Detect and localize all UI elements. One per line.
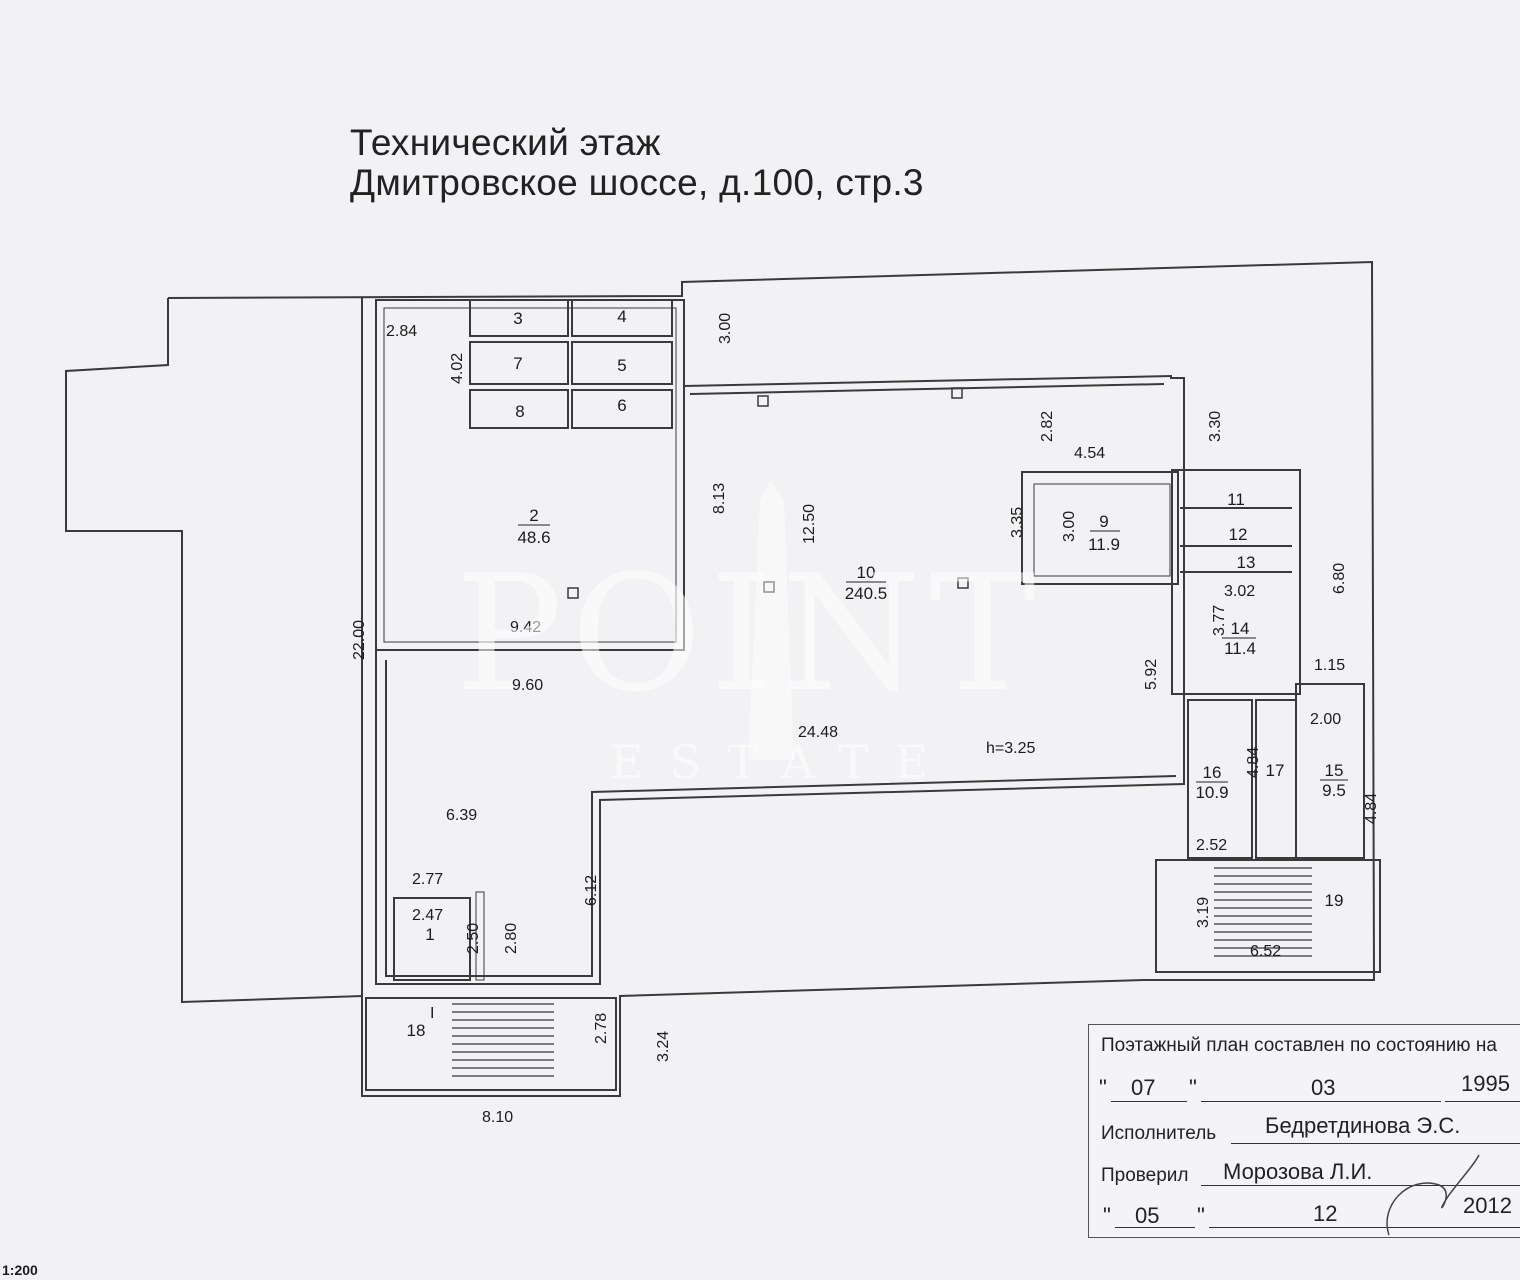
dimension-label: 6.80: [1331, 563, 1348, 594]
room-area: 11.4: [1224, 639, 1256, 658]
dimension-label: 9.60: [512, 677, 543, 694]
dimension-label: 4.02: [449, 353, 466, 384]
checked-name: Морозова Л.И.: [1223, 1159, 1373, 1184]
dimension-label: 8.13: [711, 483, 728, 514]
room-label: 9: [1099, 512, 1108, 531]
room-label: 3: [513, 309, 522, 328]
dimension-label: 22.00: [351, 620, 368, 660]
dimension-label: 8.10: [482, 1109, 513, 1126]
executor-name: Бедретдинова Э.С.: [1265, 1113, 1461, 1138]
dimension-label: 2.82: [1039, 411, 1056, 442]
room-label: 18: [407, 1021, 426, 1040]
checked-label: Проверил: [1101, 1165, 1189, 1186]
dimension-label: 3.00: [1061, 511, 1078, 542]
stamp-date2-year: 2012: [1463, 1193, 1512, 1218]
stamp-date2-month: 12: [1313, 1201, 1338, 1226]
dimension-label: 3.24: [655, 1031, 672, 1062]
room-label: 13: [1237, 553, 1256, 572]
stamp-date1-year: 1995: [1461, 1071, 1510, 1096]
room-label: 7: [513, 354, 522, 373]
room-label: 1: [425, 925, 434, 944]
room-label: 14: [1231, 619, 1250, 638]
watermark-point: POINT: [455, 540, 1044, 727]
dimension-label: 24.48: [798, 724, 838, 741]
dimension-label: 3.02: [1224, 583, 1255, 600]
room-3-wall: [469, 299, 569, 337]
site-outline: [65, 260, 1376, 1097]
dimension-label: I: [430, 1005, 434, 1022]
dimension-label: 6.39: [446, 807, 477, 824]
dimension-label: 3.00: [717, 313, 734, 344]
room-label: 11: [1227, 490, 1245, 509]
watermark-estate: ESTATE: [610, 735, 955, 789]
dimension-label: 6.12: [583, 875, 600, 906]
dimension-label: h=3.25: [986, 740, 1035, 757]
room-label: 5: [617, 356, 626, 375]
room-17-wall: [1255, 699, 1297, 859]
room-1-wall: [393, 897, 471, 981]
dimension-label: 3.19: [1195, 897, 1212, 928]
dimension-label: 2.78: [593, 1013, 610, 1044]
room-area: 11.9: [1088, 535, 1120, 554]
dimension-label: 2.50: [465, 923, 482, 954]
room-7-wall: [469, 341, 569, 385]
dimension-label: 2.84: [386, 323, 417, 340]
dimension-label: 2.77: [412, 871, 443, 888]
scale-label: 1:200: [2, 1262, 38, 1278]
room-label: 17: [1266, 761, 1285, 780]
room-area: 240.5: [845, 584, 888, 603]
stamp-date1-day: 07: [1131, 1075, 1156, 1100]
room-label: 4: [617, 307, 626, 326]
room-area: 48.6: [517, 528, 550, 547]
room-label: 16: [1203, 763, 1222, 782]
room-label: 10: [857, 563, 876, 582]
dimension-label: 2.47: [412, 907, 443, 924]
room-5-wall: [571, 341, 673, 385]
dimension-label: 2.52: [1196, 837, 1227, 854]
room-19-wall: [1155, 859, 1381, 973]
room-area: 9.5: [1322, 781, 1346, 800]
dimension-label: 5.92: [1143, 659, 1160, 690]
dimension-label: 2.80: [503, 923, 520, 954]
signature-mark: [1386, 1154, 1480, 1236]
dimension-label: 4.54: [1074, 445, 1105, 462]
plan-address: Дмитровское шоссе, д.100, стр.3: [350, 162, 924, 203]
room-6-wall: [571, 389, 673, 429]
plan-title: Технический этаж: [350, 122, 661, 163]
dimension-label: 3.77: [1211, 605, 1228, 636]
dimension-label: 6.52: [1250, 943, 1281, 960]
stamp-date2-day: 05: [1135, 1203, 1160, 1228]
room-8-wall: [469, 389, 569, 429]
room-label: 2: [529, 506, 538, 525]
room-label: 12: [1229, 525, 1248, 544]
dimension-label: 1.15: [1314, 657, 1345, 674]
dimension-label: 9.42: [510, 619, 541, 636]
dimension-label: 12.50: [801, 504, 818, 544]
room-label: 19: [1325, 891, 1344, 910]
room-18-wall: [365, 997, 617, 1091]
dimension-label: 3.30: [1207, 411, 1224, 442]
room-16-wall: [1187, 699, 1253, 859]
stamp-date1-month: 03: [1311, 1075, 1336, 1100]
executor-label: Исполнитель: [1101, 1123, 1217, 1144]
title-block: Поэтажный план составлен по состоянию на…: [1088, 1024, 1520, 1238]
dimension-label: 4.84: [1363, 793, 1380, 824]
room-area: 10.9: [1195, 783, 1228, 802]
dimension-label: 2.00: [1310, 711, 1341, 728]
dimension-label: 3.35: [1009, 507, 1026, 538]
room-4-wall: [571, 299, 673, 337]
room-label: 8: [515, 402, 524, 421]
room-9-wall: [1021, 471, 1179, 585]
room-label: 15: [1325, 761, 1344, 780]
room-label: 6: [617, 396, 626, 415]
dimension-label: 4.84: [1245, 747, 1262, 778]
stamp-heading: Поэтажный план составлен по состоянию на: [1101, 1035, 1497, 1056]
